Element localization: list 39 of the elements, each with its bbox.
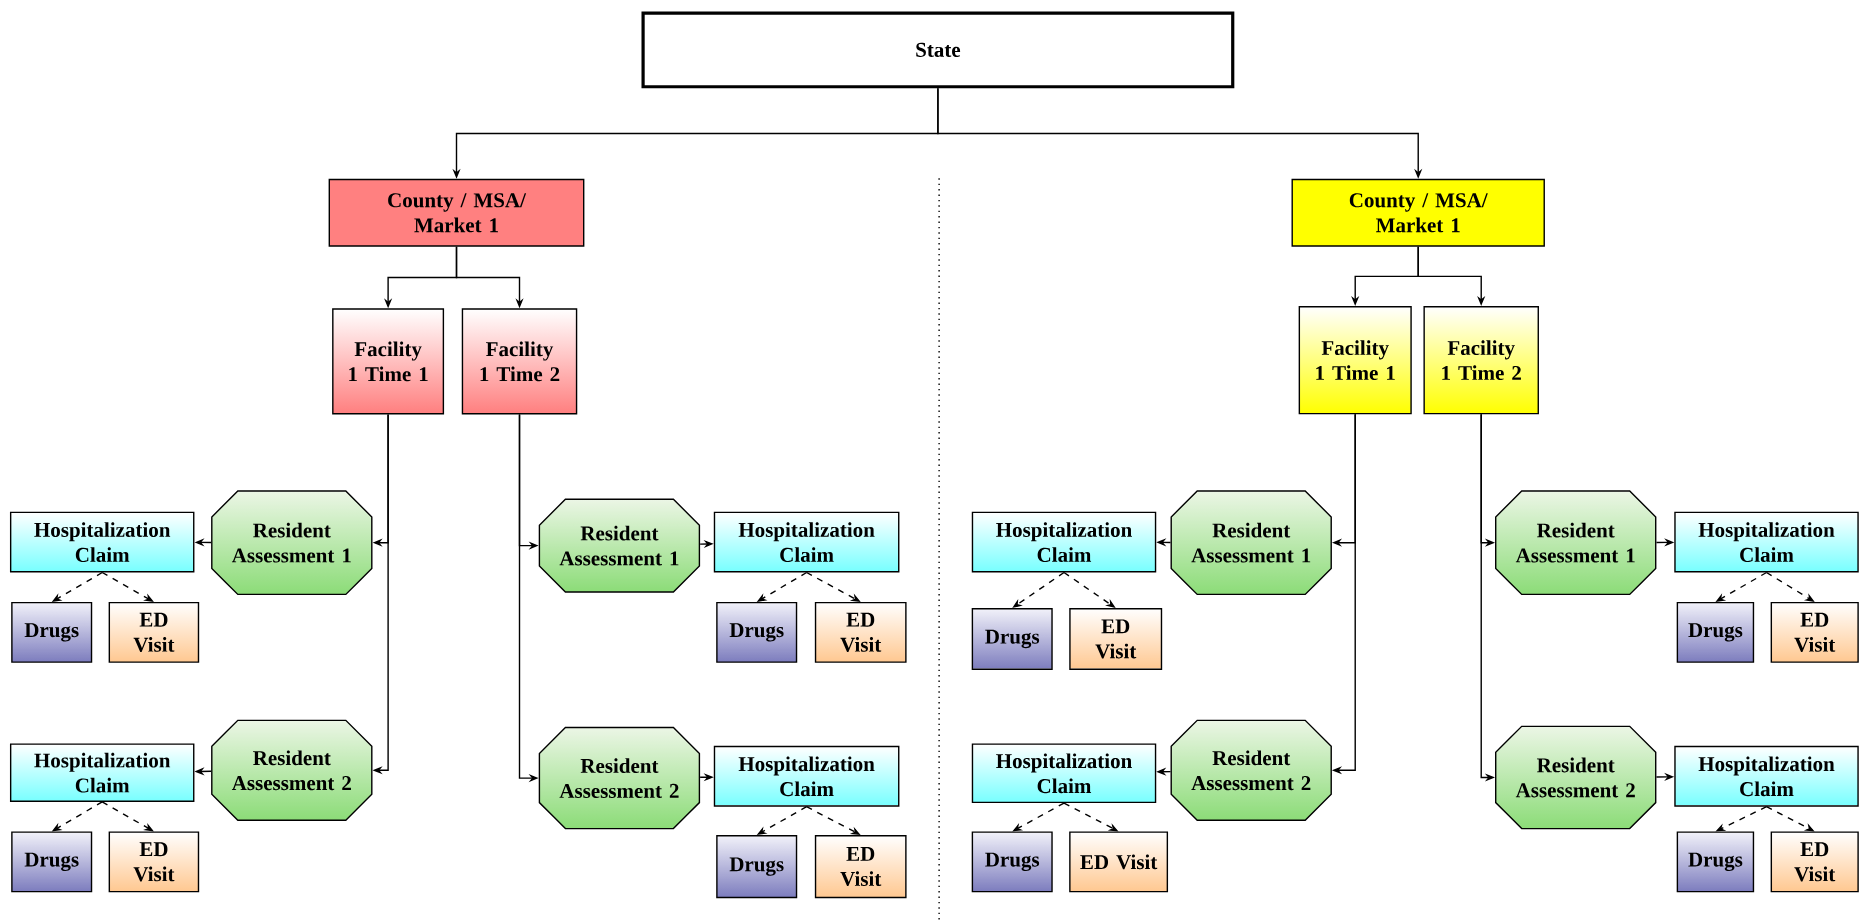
drugs-box: Drugs [11, 831, 93, 893]
claim-box: Hospitalization Claim [971, 743, 1157, 804]
visit-box: ED Visit [1069, 831, 1169, 893]
visit-box: ED Visit [1069, 607, 1163, 670]
drugs-box: Drugs [971, 607, 1053, 670]
county-box: County / MSA/ Market 1 [1291, 178, 1545, 247]
facility-box: Facility 1 Time 1 [1298, 306, 1412, 415]
drugs-box: Drugs [1676, 601, 1755, 663]
visit-box: ED Visit [108, 831, 200, 893]
drugs-box: Drugs [716, 601, 798, 663]
drugs-box: Drugs [971, 831, 1053, 893]
claim-box: Hospitalization Claim [971, 511, 1157, 573]
assessment-octagon: Resident Assessment 2 [538, 726, 701, 830]
assessment-octagon: Resident Assessment 2 [1170, 719, 1332, 821]
visit-box: ED Visit [814, 834, 907, 899]
drugs-box: Drugs [716, 834, 798, 899]
assessment-octagon: Resident Assessment 1 [1495, 490, 1657, 596]
claim-box: Hospitalization Claim [9, 743, 195, 802]
drugs-box: Drugs [11, 601, 93, 663]
claim-box: Hospitalization Claim [9, 511, 195, 573]
facility-box: Facility 1 Time 2 [461, 308, 578, 415]
claim-box: Hospitalization Claim [1674, 745, 1859, 807]
facility-box: Facility 1 Time 1 [332, 308, 445, 415]
claim-box: Hospitalization Claim [713, 511, 900, 573]
claim-box: Hospitalization Claim [713, 745, 900, 807]
assessment-octagon: Resident Assessment 2 [211, 719, 373, 821]
visit-box: ED Visit [814, 601, 907, 663]
visit-box: ED Visit [108, 601, 200, 663]
assessment-octagon: Resident Assessment 1 [538, 498, 701, 593]
visit-box: ED Visit [1770, 601, 1859, 663]
state-box: State [641, 11, 1235, 89]
drugs-box: Drugs [1676, 831, 1755, 893]
county-box: County / MSA/ Market 1 [328, 178, 585, 247]
claim-box: Hospitalization Claim [1674, 511, 1859, 573]
assessment-octagon: Resident Assessment 2 [1495, 725, 1657, 830]
facility-box: Facility 1 Time 2 [1423, 306, 1539, 415]
assessment-octagon: Resident Assessment 1 [1170, 490, 1332, 596]
assessment-octagon: Resident Assessment 1 [211, 490, 373, 596]
visit-box: ED Visit [1770, 831, 1859, 893]
